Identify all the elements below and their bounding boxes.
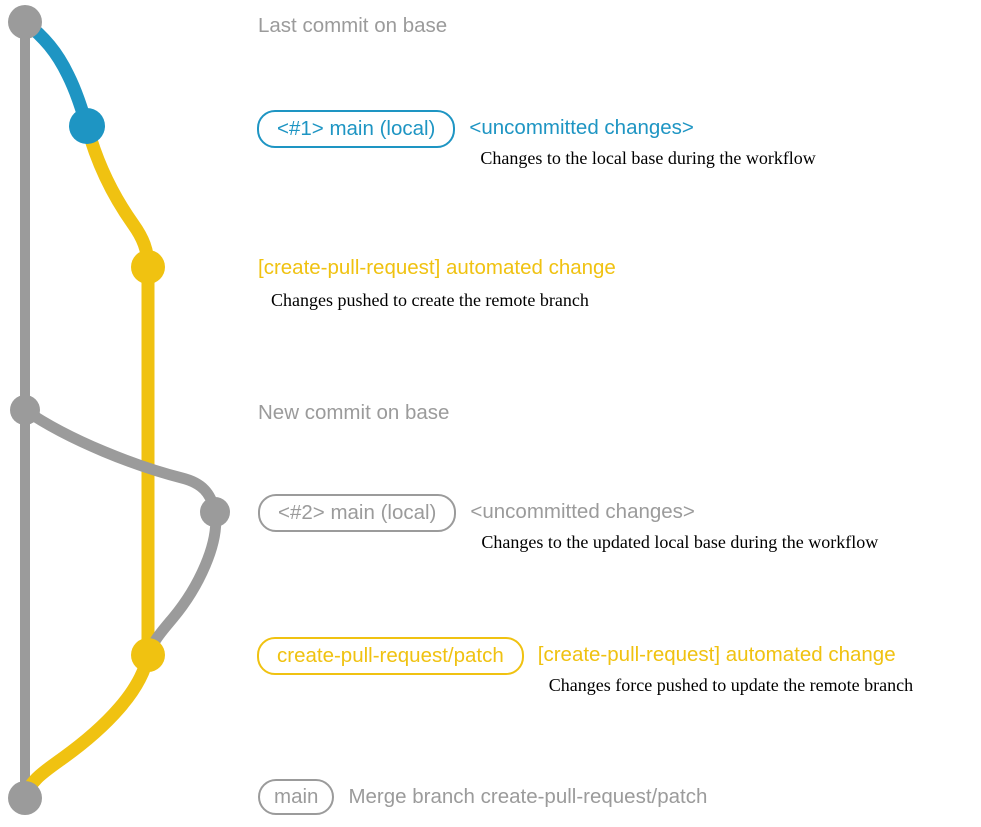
heading-automated-change-2: [create-pull-request] automated change — [537, 643, 896, 666]
heading-uncommitted-changes-1: <uncommitted changes> — [469, 116, 694, 139]
edge-fetch-new-base — [19, 404, 221, 518]
note-push-create-remote: Changes pushed to create the remote bran… — [271, 290, 589, 310]
annotation-new-commit-on-base: New commit on base — [258, 401, 450, 424]
row-local-main-1-text: <uncommitted changes> Changes to the loc… — [469, 116, 815, 169]
commit-remote-branch-1 — [131, 250, 165, 284]
note-updated-local-base-changes: Changes to the updated local base during… — [481, 532, 879, 552]
row-local-main-1: <#1> main (local) <uncommitted changes> … — [257, 110, 816, 169]
branch-tag-main-local-2: <#2> main (local) — [258, 494, 457, 532]
edge-merge-remote-into-base — [18, 648, 155, 805]
edge-push-create-remote — [80, 119, 155, 274]
commit-remote-branch-2 — [131, 638, 165, 672]
row-remote-branch-text: [create-pull-request] automated change C… — [538, 643, 913, 696]
heading-automated-change-1: [create-pull-request] automated change — [258, 256, 616, 279]
annotation-last-commit-on-base: Last commit on base — [258, 14, 448, 37]
heading-uncommitted-changes-2: <uncommitted changes> — [470, 500, 695, 523]
note-force-push-update-remote: Changes force pushed to update the remot… — [548, 675, 914, 695]
commit-new-on-base — [10, 395, 40, 425]
note-local-base-changes: Changes to the local base during the wor… — [480, 148, 816, 168]
branch-tag-main: main — [258, 779, 335, 815]
row-local-main-2-text: <uncommitted changes> Changes to the upd… — [470, 500, 878, 553]
merge-commit-message: Merge branch create-pull-request/patch — [348, 785, 708, 808]
branch-tag-create-pull-request-patch: create-pull-request/patch — [257, 637, 524, 675]
row-local-main-2: <#2> main (local) <uncommitted changes> … — [258, 494, 878, 553]
commit-local-main-1 — [69, 108, 105, 144]
commit-merge-on-base — [8, 781, 42, 815]
row-automated-change-1: [create-pull-request] automated change C… — [258, 256, 616, 311]
edge-force-push-update — [142, 506, 222, 661]
edge-local-uncommitted-1 — [18, 15, 94, 133]
commit-last-on-base — [8, 5, 42, 39]
row-merge: main Merge branch create-pull-request/pa… — [258, 779, 707, 815]
branch-tag-main-local-1: <#1> main (local) — [257, 110, 456, 148]
row-remote-branch: create-pull-request/patch [create-pull-r… — [257, 637, 913, 696]
commit-local-main-2 — [200, 497, 230, 527]
